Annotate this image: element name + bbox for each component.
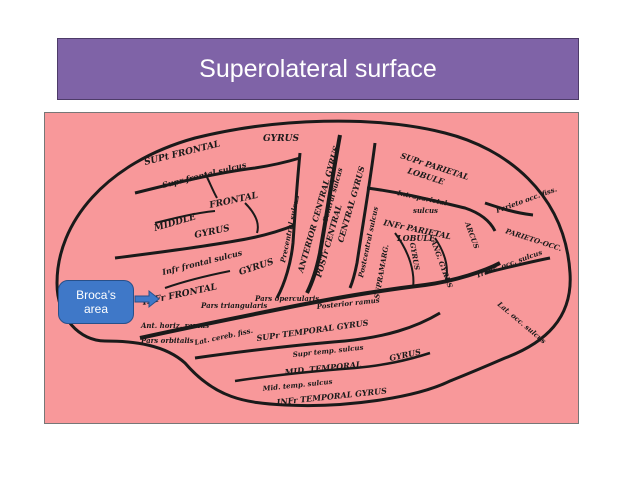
postcentral-sulcus bbox=[348, 142, 377, 289]
broca-arrow bbox=[134, 289, 160, 309]
label-gyrus-inf: GYRUS bbox=[238, 257, 276, 278]
central-sulcus bbox=[305, 134, 342, 294]
label-anterior-ramus: Ant. horiz. ramus bbox=[140, 321, 209, 330]
label-mid-temporal: MID. TEMPORAL bbox=[283, 359, 362, 377]
precentral-sulcus bbox=[275, 152, 302, 299]
label-sulcus-ip: sulcus bbox=[413, 206, 438, 215]
label-posterior-ramus: Posterior ramus bbox=[315, 295, 380, 311]
gyral-detail bbox=[154, 172, 448, 289]
label-lat-occ-sulcus: Lat. occ. sulcus bbox=[495, 299, 548, 346]
slide-title-box: Superolateral surface bbox=[57, 38, 579, 100]
lateral-fissure bbox=[139, 261, 501, 340]
broca-callout: Broca’s area bbox=[58, 280, 134, 324]
label-pars-orbitalis: Pars orbitalis bbox=[140, 336, 194, 345]
inferior-frontal-sulcus bbox=[114, 223, 296, 260]
label-supr-frontal-sulcus: Supr frontal sulcus bbox=[161, 159, 248, 190]
label-parieto-occ: PARIETO-OCC. bbox=[503, 226, 563, 253]
superior-temporal-sulcus bbox=[194, 311, 441, 360]
brain-diagram: SUPt FRONTAL GYRUS Supr frontal sulcus M… bbox=[44, 112, 579, 424]
label-gyrus-top: GYRUS bbox=[263, 134, 299, 144]
intraparietal-sulcus bbox=[366, 186, 497, 232]
label-arcus: ARCUS bbox=[463, 220, 481, 250]
parieto-occipital-fissure bbox=[484, 201, 534, 217]
transverse-occipital-sulcus bbox=[484, 256, 551, 275]
label-middle: MIDDLE bbox=[152, 212, 197, 234]
label-pars-opercularis: Pars opercularis bbox=[254, 294, 319, 303]
middle-temporal-sulcus bbox=[234, 351, 431, 383]
label-mid-temp-sulcus: Mid. temp. sulcus bbox=[261, 377, 333, 393]
slide-title: Superolateral surface bbox=[199, 54, 437, 83]
label-trans-occ-sulcus: Trans. occ. sulcus bbox=[475, 248, 544, 280]
label-intraparietal: Intraparietal bbox=[396, 188, 449, 208]
broca-callout-text: Broca’s area bbox=[76, 288, 116, 316]
brain-illustration: SUPt FRONTAL GYRUS Supr frontal sulcus M… bbox=[55, 119, 572, 408]
brain-outline bbox=[55, 119, 572, 408]
superior-frontal-sulcus bbox=[134, 156, 301, 195]
label-gyrus-sm: GYRUS bbox=[408, 242, 422, 271]
label-gyrus-mid: GYRUS bbox=[194, 224, 232, 241]
label-lobule: LOBULE bbox=[396, 233, 436, 243]
label-parieto-occ-fiss: Parieto occ. fiss. bbox=[494, 184, 558, 215]
label-pars-triangularis: Pars triangularis bbox=[200, 301, 267, 310]
